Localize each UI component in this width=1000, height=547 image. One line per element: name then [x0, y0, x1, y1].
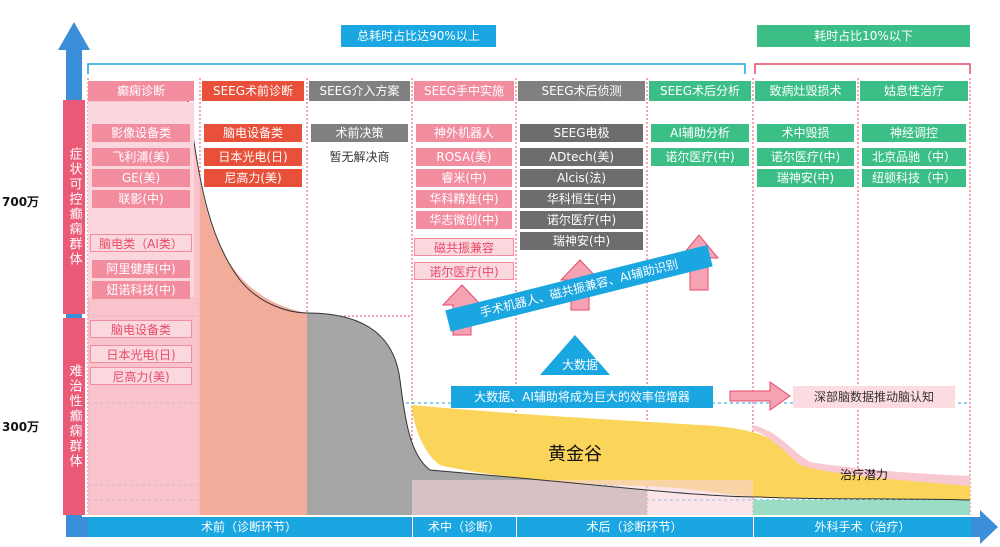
col1-tag: 妞诺科技(中): [92, 281, 190, 299]
col-header-2: SEEG术前诊断: [202, 81, 304, 101]
treatment-potential-label: 治疗潜力: [840, 468, 889, 482]
bottom-intra: 术中（诊断）: [412, 517, 515, 537]
col-header-3: SEEG介入方案: [309, 81, 410, 101]
col1-tag: 影像设备类: [92, 124, 190, 142]
col-header-5: SEEG术后侦测: [518, 81, 645, 101]
y-band-upper-label: 症状可控癫痫群体: [66, 147, 82, 267]
y-label-300: 300万: [2, 420, 40, 434]
bottom-post: 术后（诊断环节）: [516, 517, 752, 537]
col5-tag: 瑞神安(中): [520, 232, 643, 250]
y-band-lower: 难治性癫痫群体: [63, 318, 85, 515]
golden-valley-label: 黄金谷: [548, 444, 602, 465]
col1-tag: 日本光电(日): [90, 345, 192, 363]
right-arrow: [729, 381, 791, 411]
col4-tag: 神外机器人: [416, 124, 512, 142]
col-header-8: 姑息性治疗: [860, 81, 968, 101]
col2-tag: 脑电设备类: [204, 124, 302, 142]
col1-tag: 脑电设备类: [90, 320, 192, 338]
col4-tag: 睿米(中): [416, 169, 512, 187]
col2-tag: 日本光电(日): [204, 148, 302, 166]
col4-tag: 华志微创(中): [416, 211, 512, 229]
col8-tag: 纽顿科技（中）: [862, 169, 966, 187]
y-label-700: 700万: [2, 195, 40, 209]
col4-tag: 磁共振兼容: [414, 238, 514, 256]
trend-curve: [187, 99, 971, 501]
col8-tag: 北京品驰（中）: [862, 148, 966, 166]
col1-tag: 飞利浦(美): [92, 148, 190, 166]
col3-tag: 暂无解决商: [311, 148, 408, 166]
bottom-surgery: 外科手术（治疗）: [753, 517, 971, 537]
y-band-lower-label: 难治性癫痫群体: [66, 364, 82, 469]
col4-tag: ROSA(美): [416, 148, 512, 166]
col-header-7: 致病灶毁损术: [755, 81, 856, 101]
callout-right: 耗时占比10%以下: [757, 25, 970, 47]
col5-tag: Alcis(法): [520, 169, 643, 187]
pink-bottom: [412, 480, 753, 515]
big-data-triangle: [540, 335, 610, 375]
col5-tag: ADtech(美): [520, 148, 643, 166]
col6-tag: AI辅助分析: [651, 124, 749, 142]
col-header-4: SEEG手中实施: [414, 81, 514, 101]
col4-tag: 诺尔医疗(中): [414, 262, 514, 280]
efficiency-box: 大数据、AI辅助将成为巨大的效率倍增器: [451, 386, 713, 408]
gray-area: [307, 313, 647, 515]
bottom-pre: 术前（诊断环节）: [88, 517, 410, 537]
brain-cognition-box: 深部脑数据推动脑认知: [793, 386, 955, 408]
col1-tag: 脑电类（AI类）: [90, 234, 192, 252]
col-header-6: SEEG术后分析: [649, 81, 751, 101]
col7-tag: 瑞神安(中): [757, 169, 854, 187]
col1-tag: GE(美): [92, 169, 190, 187]
col7-tag: 诺尔医疗(中): [757, 148, 854, 166]
col5-tag: SEEG电极: [520, 124, 643, 142]
callout-left: 总耗时占比达90%以上: [341, 25, 496, 47]
col7-tag: 术中毁损: [757, 124, 854, 142]
big-data-label: 大数据: [561, 358, 598, 372]
col6-tag: 诺尔医疗(中): [651, 148, 749, 166]
col4-tag: 华科精准(中): [416, 190, 512, 208]
left-brace: [87, 63, 746, 74]
col1-tag: 阿里健康(中): [92, 260, 190, 278]
col8-tag: 神经调控: [862, 124, 966, 142]
col5-tag: 华科恒生(中): [520, 190, 643, 208]
gold-area: [412, 405, 970, 500]
teal-strip: [753, 500, 970, 515]
potential-area: [753, 425, 970, 486]
col-header-1: 癫痫诊断: [88, 81, 194, 101]
right-brace: [754, 63, 971, 74]
salmon-area: [200, 180, 307, 515]
col5-tag: 诺尔医疗(中): [520, 211, 643, 229]
col1-tag: 尼高力(美): [90, 367, 192, 385]
y-band-upper: 症状可控癫痫群体: [63, 100, 85, 314]
col1-tag: 联影(中): [92, 190, 190, 208]
col3-tag: 术前决策: [311, 124, 408, 142]
col2-tag: 尼高力(美): [204, 169, 302, 187]
